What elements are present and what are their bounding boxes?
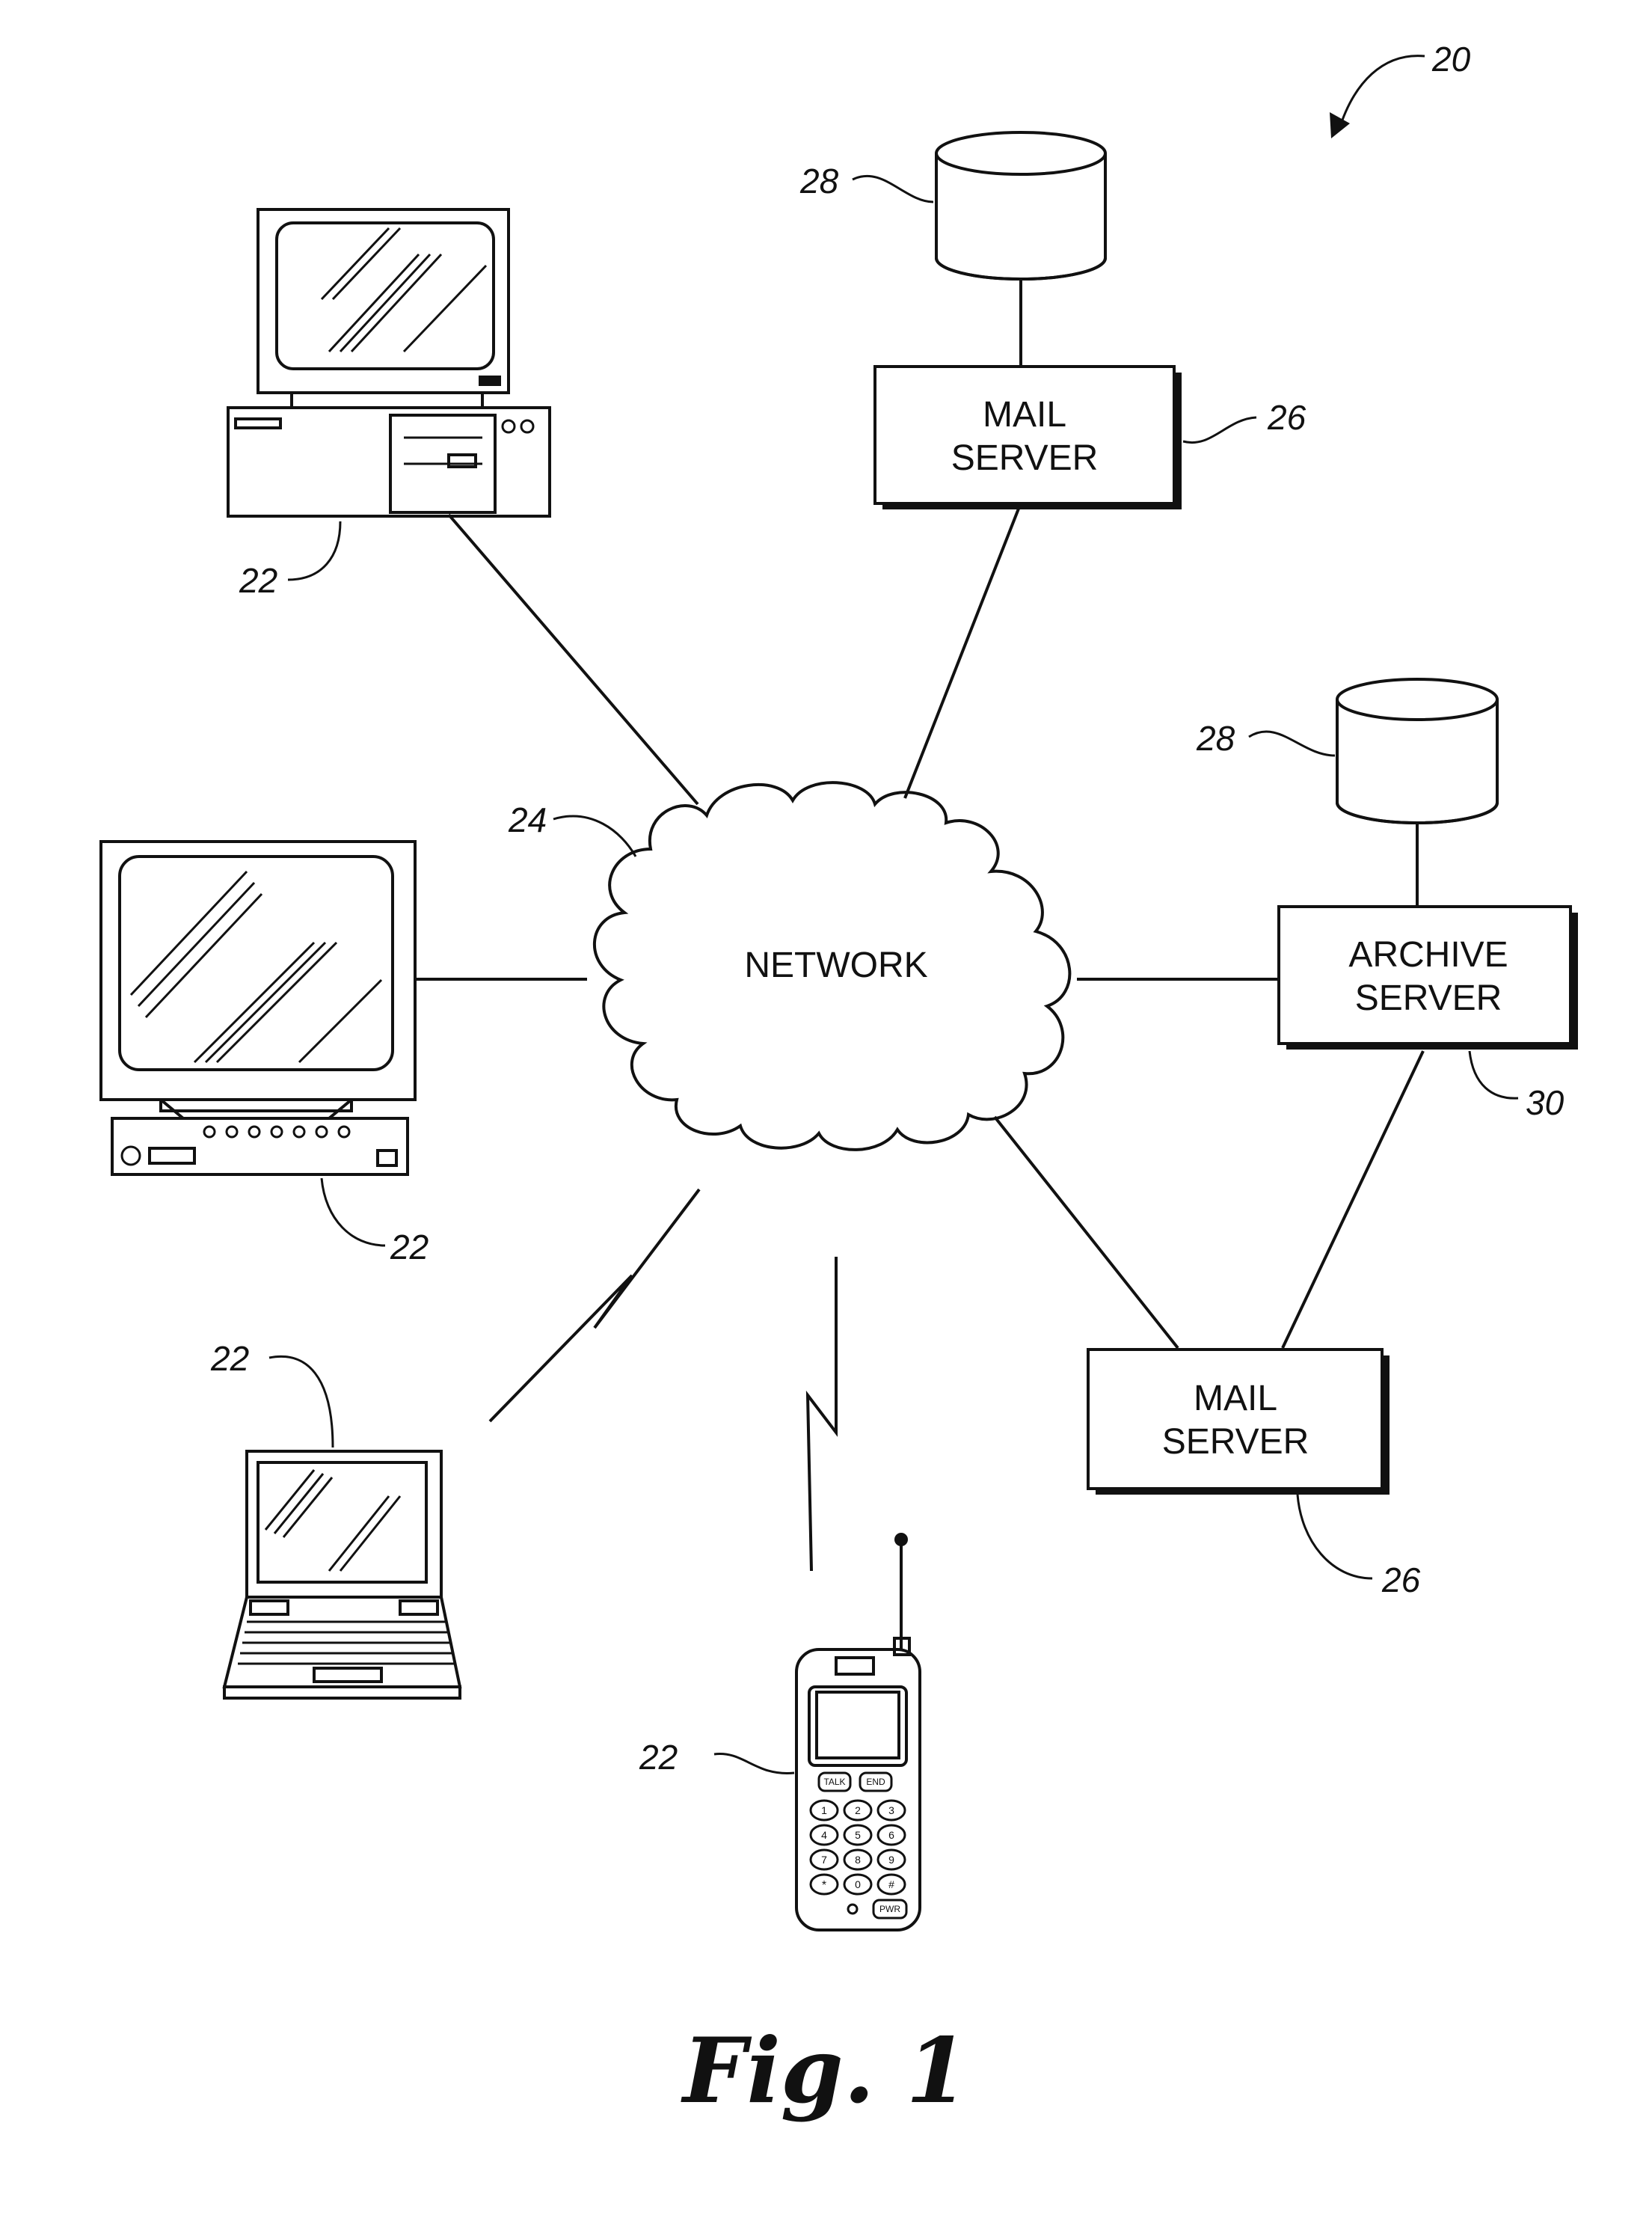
database-right <box>1336 678 1499 824</box>
ref-arrow-system <box>1337 55 1425 132</box>
key-0: 0 <box>855 1878 861 1890</box>
key-9: 9 <box>888 1854 894 1866</box>
network-cloud: NETWORK <box>593 781 1072 1151</box>
ref-leader-db-right <box>1248 730 1336 757</box>
ref-mail-server-top: 26 <box>1267 398 1306 437</box>
phone-keypad: TALK END 1 2 3 4 5 6 7 8 9 * 0 <box>809 1771 908 1920</box>
ref-leader-mail-server-bottom <box>1296 1494 1373 1580</box>
ref-leader-tower <box>287 521 342 581</box>
ref-archive: 30 <box>1526 1083 1565 1122</box>
ref-phone: 22 <box>639 1738 678 1777</box>
arrowhead-system <box>1330 112 1350 138</box>
archive-server-line2: SERVER <box>1355 978 1502 1018</box>
laptop-computer <box>222 1450 462 1700</box>
key-5: 5 <box>855 1829 861 1841</box>
network-label: NETWORK <box>744 946 927 985</box>
ref-mail-server-bottom: 26 <box>1381 1560 1421 1599</box>
key-4: 4 <box>821 1829 827 1841</box>
mail-server-top: MAIL SERVER <box>873 365 1182 509</box>
archive-server-line1: ARCHIVE <box>1348 935 1508 975</box>
key-3: 3 <box>888 1804 894 1816</box>
ref-leader-db-top <box>852 174 934 203</box>
wireless-link-phone <box>805 1257 838 1572</box>
front-panel-buttons <box>203 1125 398 1167</box>
key-talk: TALK <box>823 1777 845 1787</box>
screen-glare-tower <box>320 227 488 353</box>
screen-glare-laptop <box>264 1469 402 1572</box>
ref-leader-laptop <box>268 1355 334 1448</box>
ref-leader-phone <box>713 1753 795 1774</box>
mail-server-top-line2: SERVER <box>951 438 1099 478</box>
figure-caption: Fig. 1 <box>681 2018 968 2124</box>
ref-monitor: 22 <box>390 1228 429 1266</box>
link-archive-mailserver-bottom <box>1281 1050 1425 1349</box>
ref-network: 24 <box>508 800 547 839</box>
ref-db-top: 28 <box>799 162 839 200</box>
laptop-keyboard <box>238 1620 454 1665</box>
wireless-link-laptop <box>488 1188 701 1423</box>
ref-laptop: 22 <box>210 1339 249 1378</box>
key-2: 2 <box>855 1804 861 1816</box>
ref-tower: 22 <box>239 561 277 600</box>
key-8: 8 <box>855 1854 861 1866</box>
key-6: 6 <box>888 1829 894 1841</box>
desktop-monitor-computer <box>99 840 417 1176</box>
key-star: * <box>822 1879 826 1892</box>
mail-server-bottom: MAIL SERVER <box>1087 1348 1390 1495</box>
ref-db-right: 28 <box>1196 719 1235 758</box>
mail-server-top-line1: MAIL <box>983 395 1066 435</box>
link-mailserver-top-network <box>903 508 1020 799</box>
ref-leader-archive <box>1468 1050 1519 1100</box>
mobile-phone: TALK END 1 2 3 4 5 6 7 8 9 * 0 <box>795 1533 921 1931</box>
key-7: 7 <box>821 1854 827 1866</box>
ref-leader-monitor <box>320 1177 386 1247</box>
key-end: END <box>866 1777 885 1787</box>
screen-glare-monitor <box>129 870 383 1064</box>
link-tower-network <box>447 513 699 806</box>
mail-server-bottom-line1: MAIL <box>1194 1379 1277 1418</box>
database-top <box>935 131 1107 281</box>
key-1: 1 <box>821 1804 827 1816</box>
link-network-mailserver-bottom <box>993 1115 1179 1349</box>
desktop-tower-computer <box>227 208 551 518</box>
key-pwr: PWR <box>879 1904 900 1914</box>
ref-leader-mail-server-top <box>1182 416 1257 444</box>
key-hash: # <box>888 1878 894 1890</box>
archive-server: ARCHIVE SERVER <box>1277 905 1578 1050</box>
connection-lines <box>415 281 1425 1572</box>
ref-system: 20 <box>1431 40 1471 79</box>
mail-server-bottom-line2: SERVER <box>1162 1422 1309 1462</box>
ref-leader-network <box>553 815 637 857</box>
